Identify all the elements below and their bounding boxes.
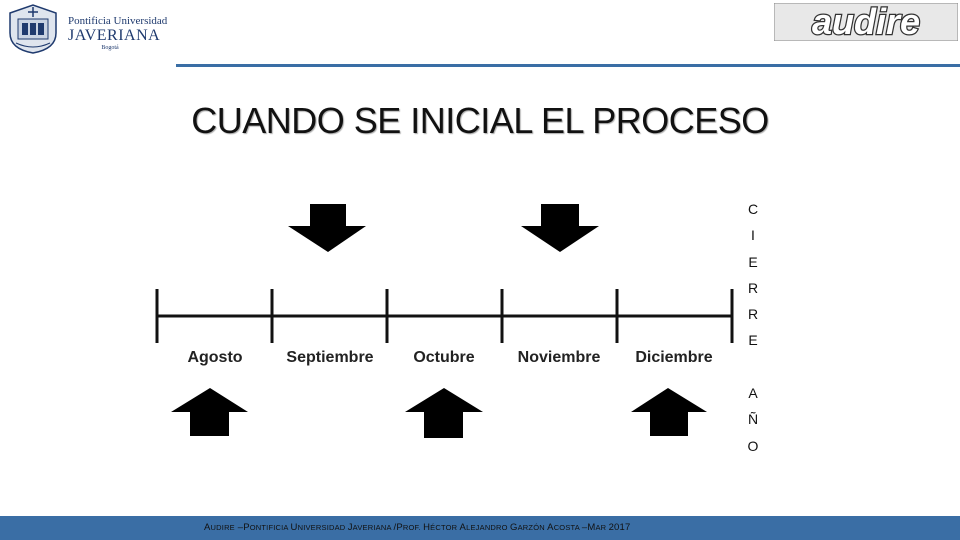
up-arrow-icon [171, 388, 248, 436]
university-name: Pontificia Universidad JAVERIANA Bogotá [68, 15, 178, 52]
audire-logo[interactable]: audire [774, 3, 958, 41]
vertical-letter: E [748, 332, 758, 349]
up-arrow-icon [631, 388, 707, 436]
university-crest-icon [6, 3, 60, 55]
month-label-octubre: Octubre [413, 349, 474, 366]
header-divider [176, 64, 960, 67]
university-line2: JAVERIANA [68, 27, 161, 44]
footer-credit: AUDIRE –PONTIFICIA UNIVERSIDAD JAVERIANA… [204, 522, 631, 533]
month-label-noviembre: Noviembre [518, 349, 601, 366]
javeriana-logo[interactable]: Pontificia Universidad JAVERIANA Bogotá [6, 3, 176, 55]
vertical-letter: C [747, 201, 759, 217]
vertical-letter: O [747, 437, 759, 454]
vertical-letter [742, 354, 764, 380]
vertical-letter: R [747, 306, 759, 323]
down-arrow-icon [288, 204, 366, 252]
month-label-agosto: Agosto [187, 349, 242, 366]
header: Pontificia Universidad JAVERIANA Bogotá … [0, 0, 960, 70]
university-city: Bogotá [101, 45, 119, 51]
cierre-ano-vertical-text: C I E R R E A Ñ O [742, 196, 764, 459]
vertical-letter: I [751, 227, 755, 244]
vertical-letter: E [748, 253, 758, 270]
vertical-letter: A [748, 385, 758, 402]
audire-logo-text: audire [812, 3, 920, 41]
up-arrow-icon [405, 388, 483, 438]
down-arrow-icon [521, 204, 599, 252]
footer-bar: AUDIRE –PONTIFICIA UNIVERSIDAD JAVERIANA… [0, 516, 960, 540]
month-label-septiembre: Septiembre [286, 349, 373, 366]
month-label-diciembre: Diciembre [635, 349, 712, 366]
slide-title: CUANDO SE INICIAL EL PROCESO [191, 100, 769, 141]
university-line1: Pontificia Universidad [68, 15, 168, 27]
vertical-letter: R [747, 279, 759, 296]
vertical-letter: Ñ [747, 411, 759, 428]
